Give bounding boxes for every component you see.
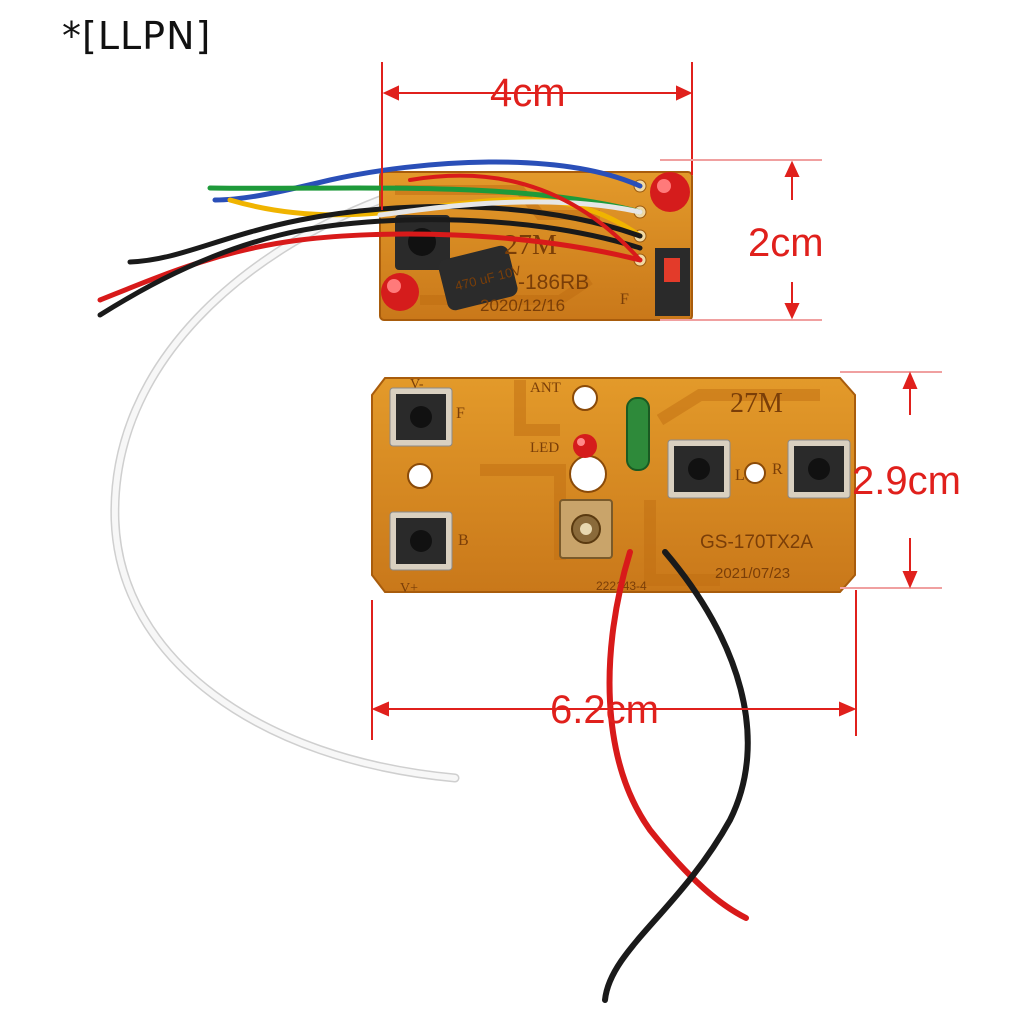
receiver-wires: [97, 159, 643, 318]
transmitter-freq: 27M: [730, 388, 783, 419]
transmitter-model: GS-170TX2A: [700, 532, 813, 553]
button-b: [389, 511, 453, 571]
btn-l-label: L: [735, 467, 745, 484]
transmitter-date: 2021/07/23: [715, 565, 790, 582]
capacitor: 470 uF 10V: [438, 245, 523, 311]
receiver-model: -186RB: [518, 271, 589, 294]
dimension-transmitter-width: 6.2cm: [550, 688, 659, 732]
receiver-freq: 27M: [504, 230, 557, 261]
transmitter-board: ANT LED V- V+ F B L R 27M GS-170TX2A 202…: [371, 377, 856, 596]
button-l: [667, 439, 731, 499]
transmitter-wires: [602, 549, 751, 1003]
dimension-lines: [371, 62, 942, 740]
led-label: LED: [530, 440, 559, 456]
btn-r-label: R: [772, 461, 783, 478]
button-f: [389, 387, 453, 447]
receiver-pad-label: F: [620, 291, 629, 308]
dimension-receiver-width: 4cm: [490, 71, 566, 115]
receiver-date: 2020/12/16: [480, 296, 565, 315]
vminus-label: V-: [410, 377, 424, 392]
btn-b-label: B: [458, 532, 469, 549]
button-r: [787, 439, 851, 499]
brand-label: *[LLPN]: [62, 14, 212, 58]
vplus-label: V+: [400, 581, 418, 596]
dimension-transmitter-height: 2.9cm: [852, 459, 961, 503]
btn-f-label: F: [456, 405, 465, 422]
ant-label: ANT: [530, 380, 561, 396]
dimension-receiver-height: 2cm: [748, 221, 824, 265]
